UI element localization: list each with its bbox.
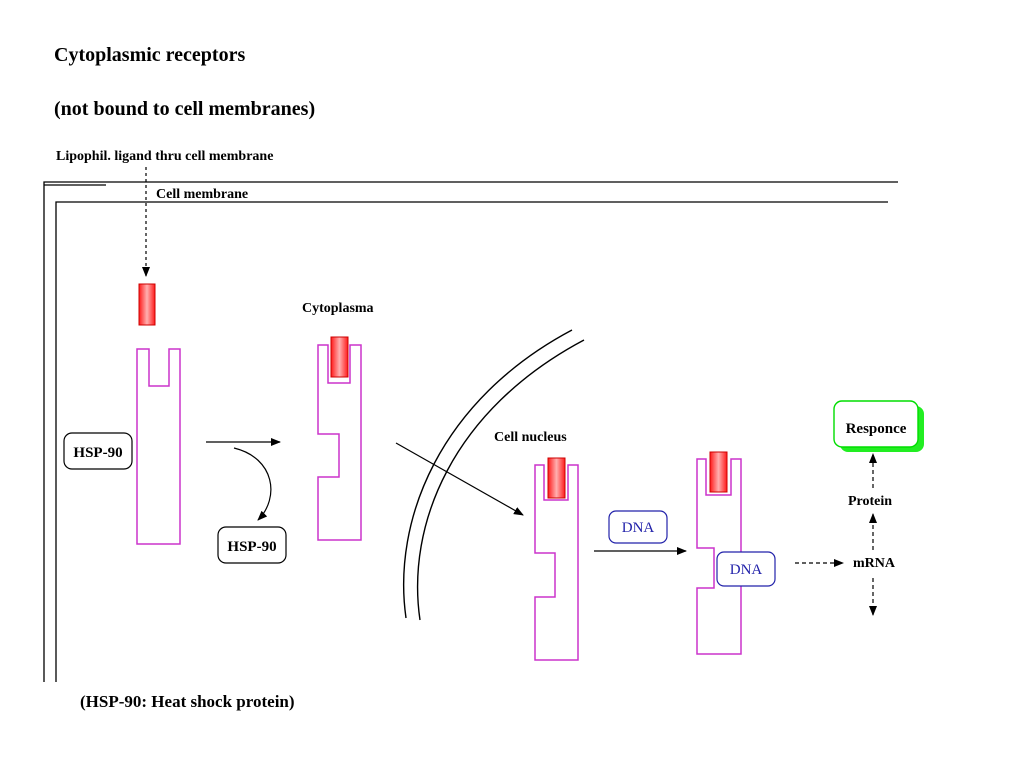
membrane-label: Cell membrane xyxy=(156,187,248,202)
cytoplasma-label: Cytoplasma xyxy=(302,301,374,316)
mrna-label: mRNA xyxy=(853,556,896,571)
ligand-free xyxy=(138,283,156,326)
dna-free-box xyxy=(608,510,668,544)
receptor-1 xyxy=(136,348,181,545)
response-box xyxy=(833,400,919,448)
protein-label: Protein xyxy=(848,494,892,509)
page-title: Cytoplasmic receptors xyxy=(54,44,246,66)
nuclear-envelope xyxy=(402,329,585,621)
receptor-2 xyxy=(317,344,362,541)
response-label: Responce xyxy=(846,421,907,437)
receptor-3 xyxy=(534,464,579,661)
hsp90-released-box xyxy=(217,526,287,564)
nuclear-import-arrow xyxy=(395,442,524,516)
dna-bound-box xyxy=(716,551,776,587)
dna-free-label: DNA xyxy=(622,520,655,536)
nucleus-label: Cell nucleus xyxy=(494,430,567,445)
ligand-on-receptor-3 xyxy=(547,457,566,499)
dna-bound-label: DNA xyxy=(730,562,763,578)
ligand-label: Lipophil. ligand thru cell membrane xyxy=(56,149,273,164)
footnote: (HSP-90: Heat shock protein) xyxy=(80,692,295,711)
page-subtitle: (not bound to cell membranes) xyxy=(54,98,316,120)
ligand-on-receptor-2 xyxy=(330,336,349,378)
hsp90-released-label: HSP-90 xyxy=(227,539,276,555)
hsp90-release-arrow xyxy=(233,447,272,521)
ligand-on-receptor-4 xyxy=(709,451,728,493)
receptor-4 xyxy=(696,458,742,655)
hsp90-bound-box xyxy=(63,432,133,470)
hsp90-bound-label: HSP-90 xyxy=(73,445,122,461)
cell-membrane xyxy=(43,181,898,682)
